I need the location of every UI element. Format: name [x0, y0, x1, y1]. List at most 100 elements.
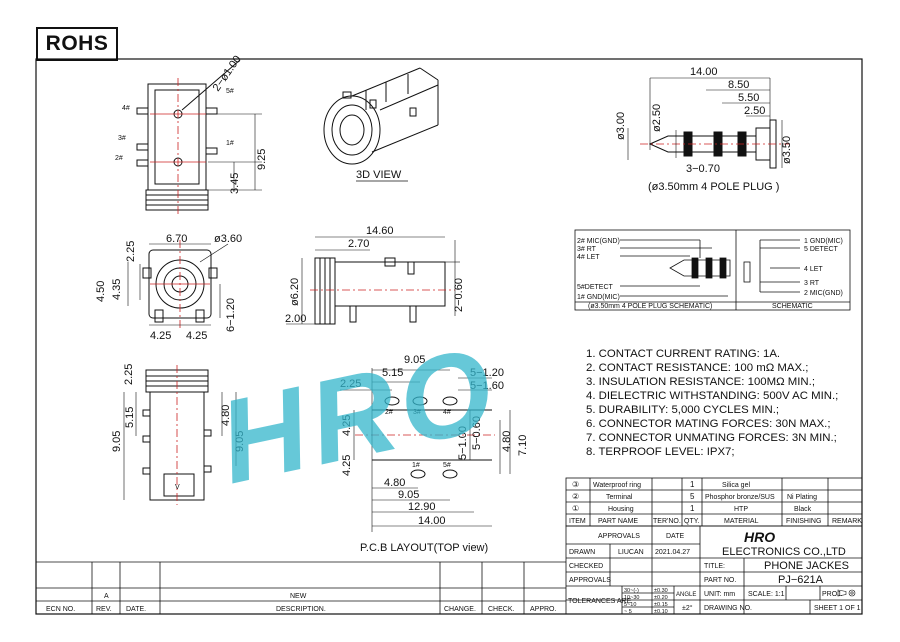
pcb-dim-4-80-right: 4.80	[501, 431, 513, 452]
tb-part: PJ−621A	[778, 574, 824, 586]
tb-tol-val-1: ±0.30	[654, 588, 668, 594]
plug-drawing	[627, 77, 790, 169]
rev-letter: A	[104, 593, 109, 600]
dim-plug-2-50: 2.50	[744, 105, 765, 117]
dim-2-70: 2.70	[348, 238, 369, 250]
bom-h-qty: QTY.	[684, 518, 699, 525]
pcb-dim-9-05-bottom: 9.05	[398, 489, 419, 501]
title-block	[565, 525, 863, 615]
tb-sheet: SHEET 1 OF 1	[814, 605, 861, 612]
tb-tol-range-1: 30~(-)	[624, 588, 639, 594]
rev-h-ecn: ECN NO.	[46, 606, 75, 613]
dim-4-25-left: 4.25	[150, 330, 171, 342]
dim-plug-14-00: 14.00	[690, 66, 718, 78]
tb-tol-val-4: ±0.10	[654, 609, 668, 615]
bom-h-no: TER'NO.	[653, 518, 681, 525]
rev-h-rev: REV.	[96, 606, 112, 613]
watermark-logo: HRO	[208, 322, 510, 509]
side-view	[286, 236, 460, 325]
pcb-label: P.C.B LAYOUT(TOP view)	[360, 542, 488, 554]
note-2: 2. CONTACT RESISTANCE: 100 mΩ MAX.;	[586, 362, 808, 374]
tb-drawing-no: DRAWING NO.	[704, 605, 752, 612]
note-6: 6. CONNECTOR MATING FORCES: 30N MAX.;	[586, 418, 831, 430]
tb-tol-range-4: ~ 5	[624, 609, 632, 615]
front-view	[127, 240, 229, 330]
pcb-dim-5-1-20: 5−1.20	[470, 367, 504, 379]
pin-label-3: 3#	[118, 135, 126, 142]
pcb-pin-2: 2#	[385, 409, 393, 416]
pcb-dim-5-1-00: 5−1.00	[457, 426, 469, 460]
bom-fin-1: Black	[794, 506, 812, 513]
tb-approvals: APPROVALS	[598, 533, 640, 540]
note-7: 7. CONNECTOR UNMATING FORCES: 3N MIN.;	[586, 432, 837, 444]
pcb-dim-4-25-lower: 4.25	[341, 455, 353, 476]
bom-name-2: Terminal	[606, 494, 633, 501]
dim-plug-5-50: 5.50	[738, 92, 759, 104]
polarity-mark: V	[175, 484, 180, 491]
bom-name-3: Waterproof ring	[593, 482, 641, 489]
rev-new: NEW	[290, 593, 307, 600]
bom-table	[565, 477, 863, 527]
tb-date: DATE	[666, 533, 684, 540]
bottom-view	[123, 365, 237, 505]
dim-9-05-left: 9.05	[111, 431, 123, 452]
note-5: 5. DURABILITY: 5,000 CYCLES MIN.;	[586, 404, 779, 416]
dim-2-0-60: 2−0.60	[453, 278, 465, 312]
dim-6-70: 6.70	[166, 233, 187, 245]
bom-h-remark: REMARK	[832, 518, 862, 525]
pcb-pin-3: 3#	[413, 409, 421, 416]
sch-right-gnd-mic: 1 GND(MIC)	[804, 238, 843, 245]
dim-plug-8-50: 8.50	[728, 79, 749, 91]
dim-plug-dia-2-50: ø2.50	[651, 104, 663, 132]
tb-company: ELECTRONICS CO.,LTD	[722, 546, 846, 558]
pcb-dim-7-10: 7.10	[517, 435, 529, 456]
tb-company-logo: HRO	[744, 529, 775, 545]
sch-right-detect: 5 DETECT	[804, 246, 839, 253]
sch-left-let: 4# LET	[577, 254, 600, 261]
dim-plug-dia-3-50: ø3.50	[781, 136, 793, 164]
bom-item-3: ③	[572, 480, 579, 489]
tb-approvals-2: APPROVALS	[569, 577, 611, 584]
bom-mat-2: Phosphor bronze/SUS	[705, 494, 775, 501]
dim-4-80-bottom: 4.80	[220, 405, 232, 426]
top-view	[136, 59, 262, 215]
dim-4-50: 4.50	[95, 281, 107, 302]
dim-2-25-bottom: 2.25	[123, 364, 135, 385]
dim-2-00: 2.00	[285, 313, 306, 325]
sch-left-detect: 5#DETECT	[577, 284, 614, 291]
pcb-pin-1: 1#	[412, 462, 420, 469]
sch-right-mic-gnd: 2 MIC(GND)	[804, 290, 843, 297]
pcb-pin-4: 4#	[443, 409, 451, 416]
tb-tolerances: TOLERANCES ARE	[568, 598, 632, 605]
tb-drawn-by: LIUCAN	[618, 549, 644, 556]
bom-qty-1: 1	[690, 504, 695, 513]
rev-h-change: CHANGE.	[444, 606, 476, 613]
rev-h-check: CHECK.	[488, 606, 515, 613]
dim-plug-dia-3-00: ø3.00	[615, 112, 627, 140]
dim-9-05-right: 9.05	[234, 431, 246, 452]
note-3: 3. INSULATION RESISTANCE: 100MΩ MIN.;	[586, 376, 815, 388]
tb-tol-val-3: ±0.15	[654, 602, 668, 608]
rev-h-date: DATE.	[126, 606, 146, 613]
pin-label-2: 2#	[115, 155, 123, 162]
bom-mat-3: Silica gel	[722, 482, 750, 489]
drawing-frame	[35, 58, 863, 615]
pcb-dim-12-90: 12.90	[408, 501, 436, 513]
bom-qty-2: 5	[690, 492, 695, 501]
sch-left-gnd-mic: 1# GND(MIC)	[577, 294, 620, 301]
bom-name-1: Housing	[608, 506, 634, 513]
pcb-layout	[340, 368, 511, 532]
rev-h-description: DESCRIPTION.	[276, 606, 326, 613]
tb-angle: ANGLE	[676, 592, 696, 598]
tb-title: PHONE JACKES	[764, 560, 849, 572]
pcb-dim-2-25: 2.25	[340, 378, 361, 390]
pcb-pin-5: 5#	[443, 462, 451, 469]
tb-title-label: TITLE:	[704, 563, 725, 570]
sch-caption-right: SCHEMATIC	[772, 303, 813, 310]
pin-label-1: 1#	[226, 140, 234, 147]
pcb-dim-5-15: 5.15	[382, 367, 403, 379]
tb-unit: UNIT: mm	[704, 591, 735, 598]
tb-tol-range-3: 5~10	[624, 602, 636, 608]
dim-3-45: 3.45	[229, 173, 241, 194]
